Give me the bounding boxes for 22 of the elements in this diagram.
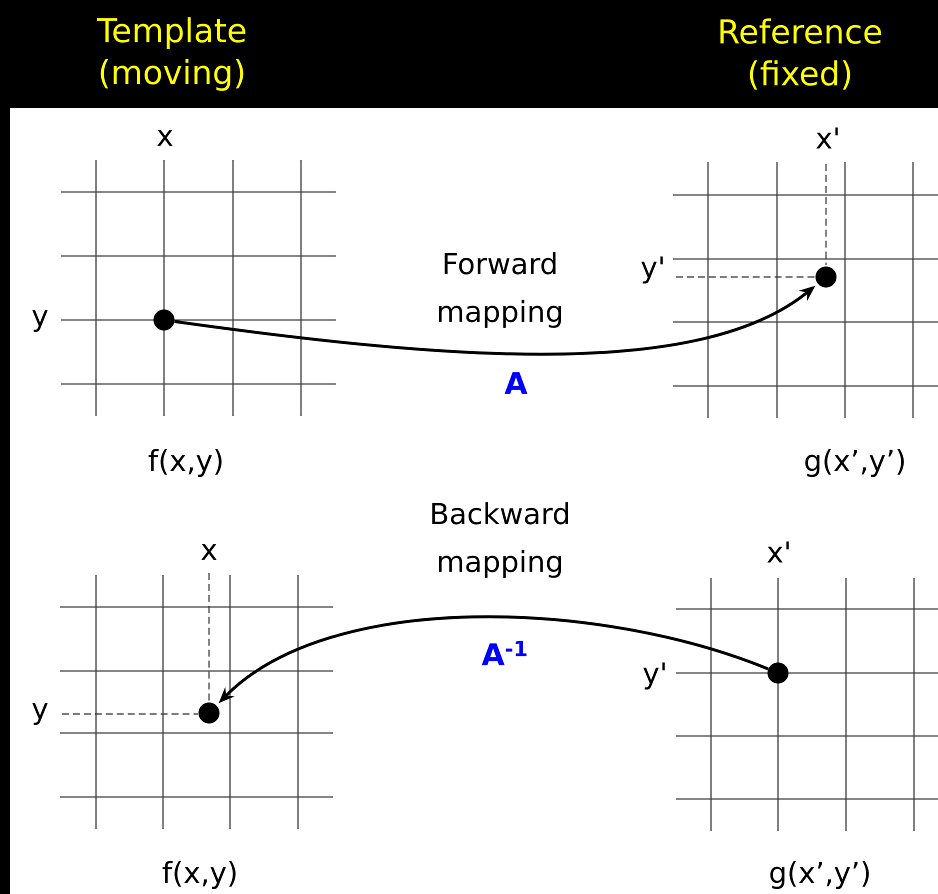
- edge-label: A$^{-1}$: [482, 640, 526, 666]
- edge-label: A: [504, 372, 528, 394]
- axis-label: x': [767, 541, 789, 563]
- axis-label: y: [32, 310, 48, 332]
- point-dot: [816, 266, 836, 288]
- axis-label: y': [643, 662, 665, 690]
- mapping-label: Backward mapping: [432, 502, 568, 578]
- mapping-label: Forward mapping: [439, 252, 561, 328]
- axis-label: f(x,y): [162, 861, 236, 889]
- point-dot: [154, 310, 174, 330]
- axis-label: g(x’,y’): [770, 861, 869, 889]
- axis-label: x: [157, 130, 173, 146]
- axis-label: y': [641, 256, 663, 284]
- point-dot: [198, 702, 220, 724]
- axis-label: g(x’,y’): [805, 449, 904, 477]
- axis-label: x': [816, 127, 838, 149]
- axis-label: x: [201, 544, 217, 560]
- heading: Template (moving): [96, 17, 246, 91]
- axis-label: y: [32, 703, 48, 725]
- point-dot: [768, 662, 788, 684]
- heading: Reference (fixed): [720, 18, 882, 90]
- axis-label: f(x,y): [148, 449, 222, 477]
